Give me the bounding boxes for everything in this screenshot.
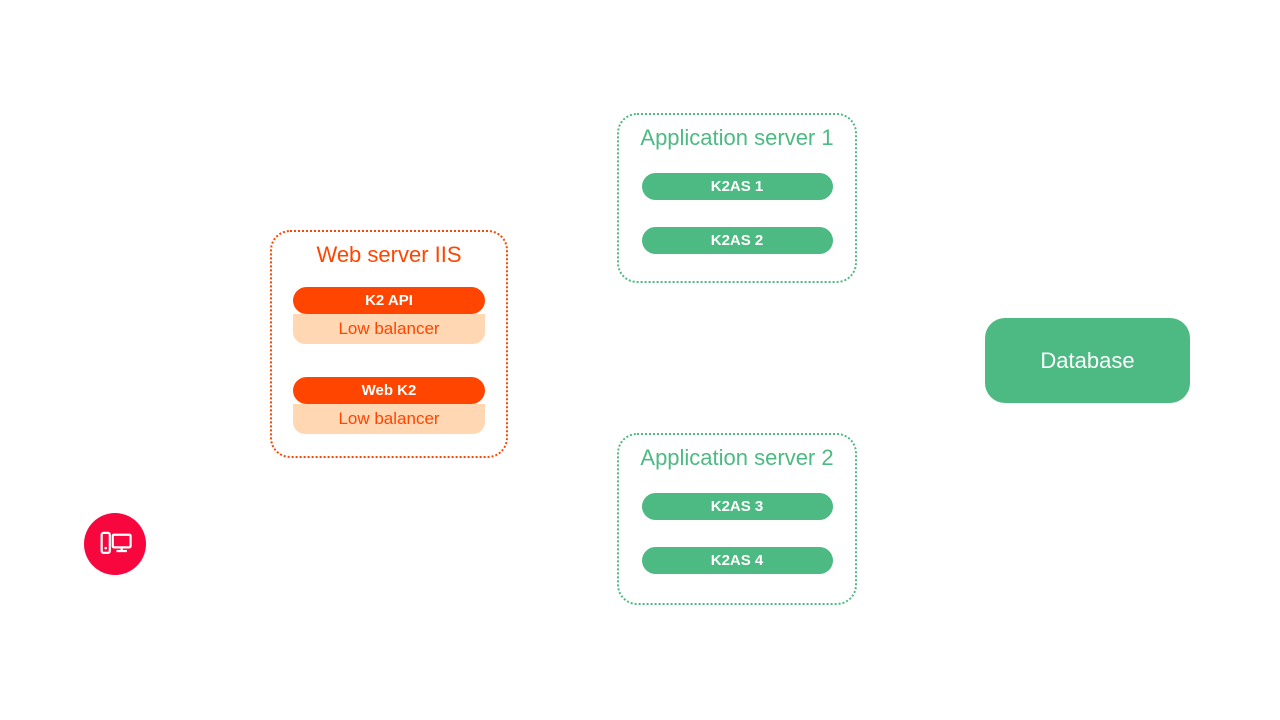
node-web-k2-pill: Web K2 bbox=[293, 377, 485, 404]
node-k2-api-balancer: Low balancer bbox=[293, 314, 485, 344]
node-k2as-4: K2AS 4 bbox=[641, 547, 833, 574]
app-server-2-box: Application server 2 K2AS 3 K2AS 4 bbox=[617, 433, 857, 605]
app-server-1-box: Application server 1 K2AS 1 K2AS 2 bbox=[617, 113, 857, 283]
database-label: Database bbox=[1040, 347, 1135, 373]
computer-icon bbox=[92, 521, 138, 567]
node-k2as-2: K2AS 2 bbox=[641, 227, 833, 254]
node-k2-api: K2 API Low balancer bbox=[293, 287, 485, 344]
app-server-1-title: Application server 1 bbox=[640, 125, 834, 150]
node-web-k2: Web K2 Low balancer bbox=[293, 377, 485, 434]
workstation-node bbox=[84, 513, 146, 575]
node-k2-api-pill: K2 API bbox=[293, 287, 485, 314]
app-server-2-title: Application server 2 bbox=[640, 445, 834, 470]
web-server-title: Web server IIS bbox=[316, 242, 462, 267]
node-k2as-1: K2AS 1 bbox=[641, 173, 833, 200]
web-server-box: Web server IIS K2 API Low balancer Web K… bbox=[270, 230, 508, 458]
node-k2as-3: K2AS 3 bbox=[641, 493, 833, 520]
node-web-k2-balancer: Low balancer bbox=[293, 404, 485, 434]
database-box: Database bbox=[985, 318, 1190, 403]
